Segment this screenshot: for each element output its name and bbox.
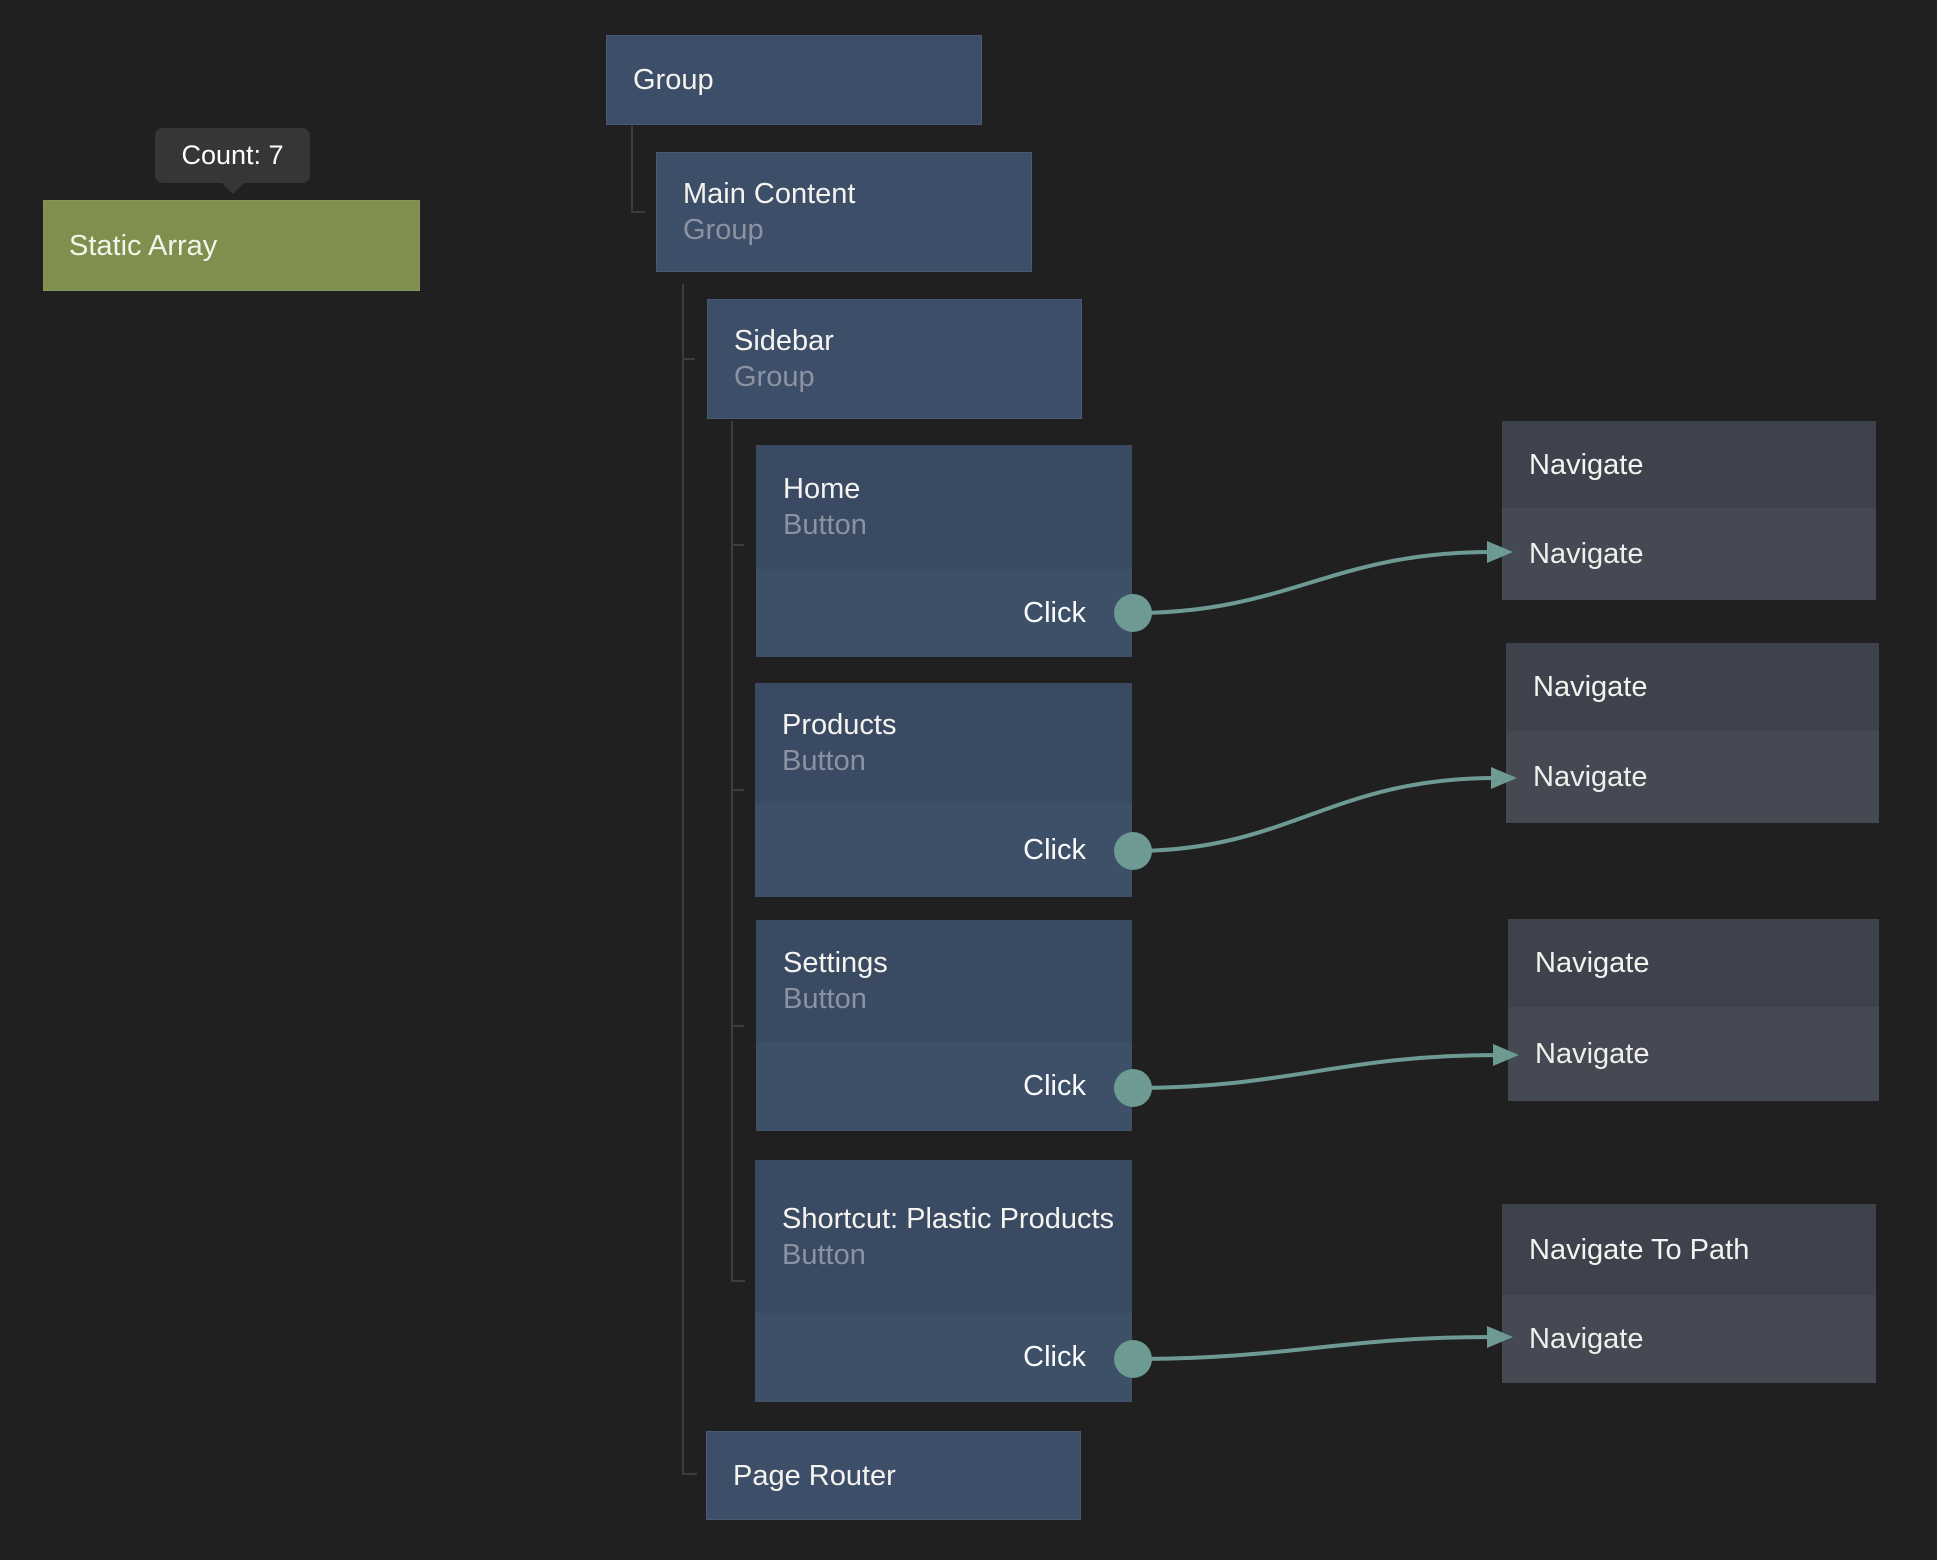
node-button-settings-title: Settings <box>783 947 888 979</box>
node-group[interactable]: Group <box>606 35 982 125</box>
navigate-input-label: Navigate <box>1529 1322 1644 1355</box>
click-output-port[interactable] <box>1114 832 1152 870</box>
wire-arrowhead-icon <box>1487 541 1513 563</box>
node-sidebar-title: Sidebar <box>734 325 834 357</box>
node-main-content[interactable]: Main Content Group <box>656 152 1032 272</box>
node-navigate-3-ports: Navigate <box>1508 1007 1879 1101</box>
click-output-label: Click <box>1023 833 1086 866</box>
node-navigate-2[interactable]: Navigate Navigate <box>1506 643 1879 823</box>
node-navigate-3-header: Navigate <box>1508 919 1879 1007</box>
node-navigate-2-title: Navigate <box>1533 671 1648 703</box>
node-navigate-1[interactable]: Navigate Navigate <box>1502 421 1876 600</box>
count-tooltip-label: Count: 7 <box>181 140 284 170</box>
node-navigate-2-ports: Navigate <box>1506 731 1879 823</box>
node-navigate-to-path[interactable]: Navigate To Path Navigate <box>1502 1204 1876 1383</box>
tree-connector-sidebar-trunk <box>731 421 745 1282</box>
node-button-home-type: Button <box>783 509 867 541</box>
node-navigate-3[interactable]: Navigate Navigate <box>1508 919 1879 1101</box>
node-page-router[interactable]: Page Router <box>706 1431 1081 1520</box>
node-page-router-title: Page Router <box>733 1459 896 1492</box>
click-output-label: Click <box>1023 596 1086 629</box>
node-button-home[interactable]: Home Button Click <box>756 445 1132 657</box>
node-navigate-1-ports: Navigate <box>1502 508 1876 600</box>
node-button-products-title: Products <box>782 709 897 741</box>
node-button-shortcut-header: Shortcut: Plastic Products Button <box>755 1160 1132 1313</box>
wire-settings-click-to-navigate[interactable] <box>1132 1053 1499 1090</box>
click-output-port[interactable] <box>1114 1069 1152 1107</box>
node-button-home-title: Home <box>783 473 861 505</box>
node-static-array[interactable]: Static Array <box>43 200 420 291</box>
node-navigate-1-header: Navigate <box>1502 421 1876 508</box>
node-navigate-3-title: Navigate <box>1535 947 1650 979</box>
tree-connector-group-maincontent <box>631 125 645 213</box>
node-navigate-to-path-ports: Navigate <box>1502 1295 1876 1383</box>
node-button-shortcut-title: Shortcut: Plastic Products <box>782 1202 1115 1235</box>
navigate-input-label: Navigate <box>1533 760 1648 793</box>
node-button-products-type: Button <box>782 745 866 777</box>
wire-arrowhead-icon <box>1487 1326 1513 1348</box>
node-button-products-header: Products Button <box>755 683 1132 803</box>
click-output-label: Click <box>1023 1070 1086 1102</box>
node-button-shortcut-type: Button <box>782 1238 866 1271</box>
node-button-shortcut[interactable]: Shortcut: Plastic Products Button Click <box>755 1160 1132 1402</box>
navigate-input-label: Navigate <box>1535 1037 1650 1070</box>
wire-products-click-to-navigate[interactable] <box>1132 776 1497 853</box>
node-button-home-ports: Click <box>756 569 1132 657</box>
click-output-port[interactable] <box>1114 594 1152 632</box>
click-output-port[interactable] <box>1114 1340 1152 1378</box>
node-button-products-ports: Click <box>755 803 1132 897</box>
wire-arrowhead-icon <box>1493 1044 1519 1066</box>
node-navigate-to-path-title: Navigate To Path <box>1529 1233 1750 1266</box>
wire-home-click-to-navigate[interactable] <box>1132 550 1493 615</box>
node-button-shortcut-ports: Click <box>755 1313 1132 1402</box>
node-sidebar-type: Group <box>734 361 815 393</box>
node-navigate-1-title: Navigate <box>1529 448 1644 481</box>
node-button-products[interactable]: Products Button Click <box>755 683 1132 897</box>
node-static-array-title: Static Array <box>69 229 218 262</box>
wire-shortcut-click-to-navigate[interactable] <box>1132 1335 1493 1361</box>
node-button-home-header: Home Button <box>756 445 1132 569</box>
node-button-settings-type: Button <box>783 983 867 1015</box>
node-button-settings-header: Settings Button <box>756 920 1132 1042</box>
node-navigate-2-header: Navigate <box>1506 643 1879 731</box>
node-main-content-type: Group <box>683 214 764 246</box>
node-button-settings-ports: Click <box>756 1042 1132 1131</box>
node-main-content-title: Main Content <box>683 178 856 210</box>
tree-connector-maincontent-trunk <box>682 284 697 1475</box>
click-output-label: Click <box>1023 1341 1086 1373</box>
node-navigate-to-path-header: Navigate To Path <box>1502 1204 1876 1295</box>
node-group-title: Group <box>633 64 714 96</box>
node-button-settings[interactable]: Settings Button Click <box>756 920 1132 1131</box>
node-sidebar[interactable]: Sidebar Group <box>707 299 1082 419</box>
count-tooltip: Count: 7 <box>155 128 310 183</box>
navigate-input-label: Navigate <box>1529 537 1644 570</box>
wire-arrowhead-icon <box>1491 767 1517 789</box>
